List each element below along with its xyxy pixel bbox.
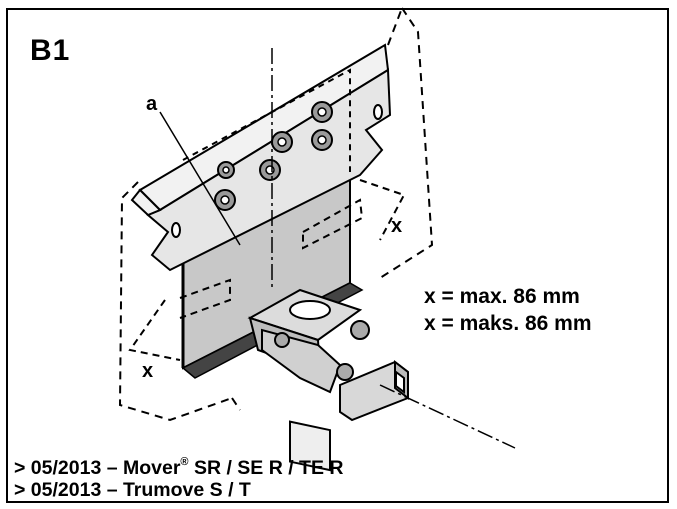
spec-max-distance: x = max. 86 mm	[424, 285, 580, 308]
left-dashed-outline	[118, 181, 241, 422]
figure-title: B1	[30, 34, 71, 67]
footer-line-1-prefix: > 05/2013 – Mover	[14, 457, 181, 479]
callout-x-right-label: x	[391, 215, 403, 237]
callout-x-left-label: x	[142, 360, 154, 382]
footer-model-line-1: > 05/2013 – Mover® SR / SE R / TE R	[14, 456, 344, 480]
tube-axis-line	[379, 384, 516, 449]
spec-max-distance-translated: x = maks. 86 mm	[424, 312, 592, 335]
footer-line-1-suffix: SR / SE R / TE R	[188, 457, 344, 479]
callout-a-label: a	[146, 93, 158, 115]
registered-mark: ®	[180, 456, 189, 468]
right-dashed-outline	[379, 7, 434, 279]
dimension-x-right	[302, 179, 406, 250]
mover-clamp	[247, 288, 370, 472]
dimension-x-left	[128, 278, 231, 361]
drive-tube	[339, 359, 409, 422]
callout-a-leader	[159, 111, 241, 246]
footer-model-line-2: > 05/2013 – Trumove S / T	[14, 479, 251, 501]
